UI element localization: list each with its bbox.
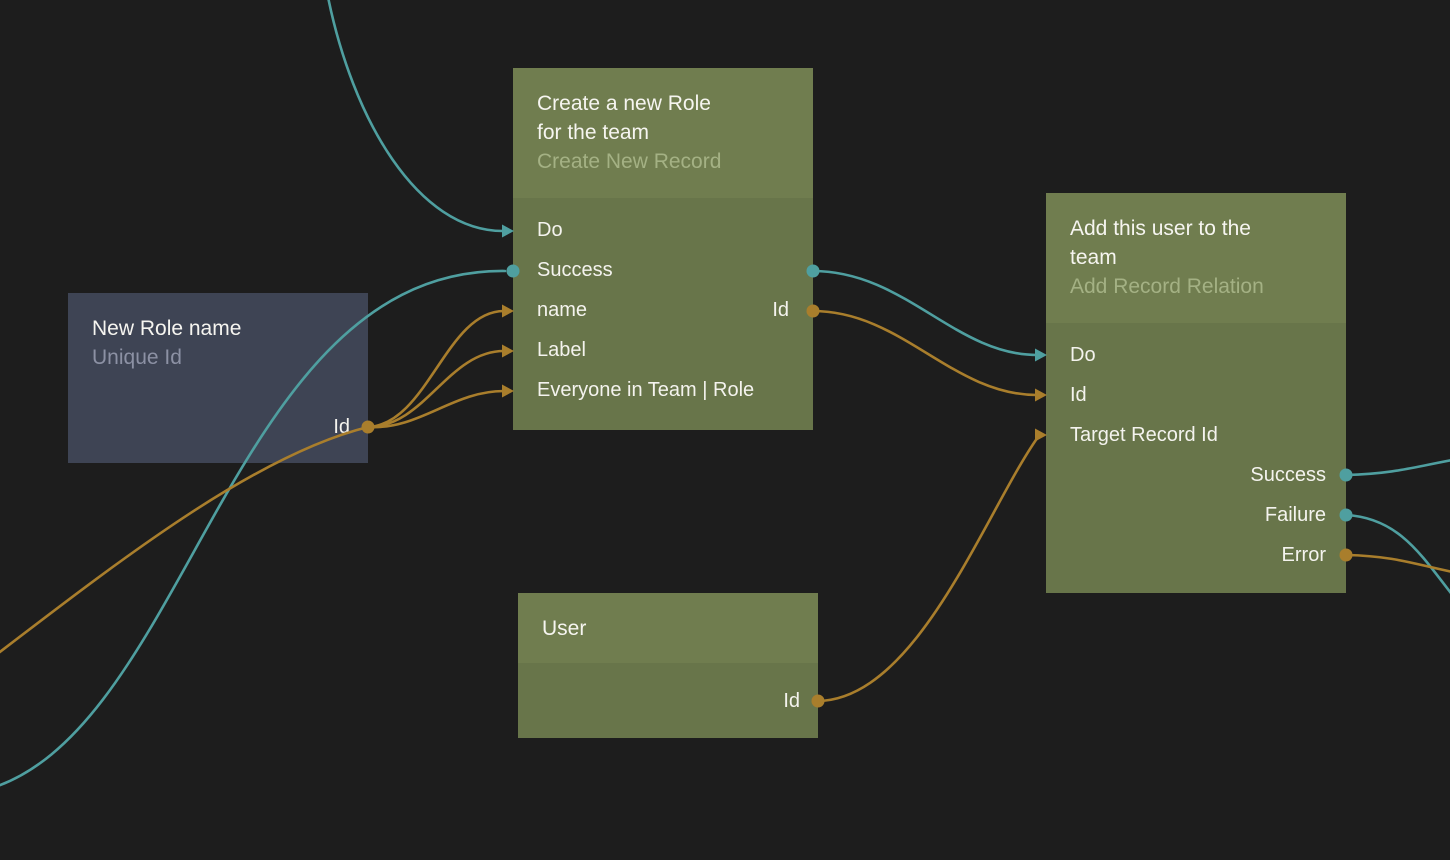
port-row-id-output: Id [518,681,818,721]
node-user-body: Id [518,663,818,738]
port-label-everyone: Everyone in Team | Role [537,378,755,401]
port-dot-adduser-success-icon[interactable] [1339,468,1353,482]
edge-newrole-id-to-everyone [366,389,506,429]
port-row-success: Success [1046,455,1346,495]
port-label-id: Id [783,689,800,712]
node-create-role[interactable]: Create a new Role for the team Create Ne… [513,68,813,430]
port-row-id-output: Id [68,407,368,447]
edge-user-id-to-target [816,435,1040,703]
node-create-role-body: Do Success name Id Label Everyone in Tea… [513,198,813,430]
node-add-user-header: Add this user to the team Add Record Rel… [1046,193,1346,323]
edge-adduser-failure-offscreen [1344,513,1450,594]
node-title-line1: Create a new Role [537,92,711,115]
port-row-everyone: Everyone in Team | Role [513,370,813,410]
node-user[interactable]: User Id [518,593,818,738]
port-arrow-adduser-id-icon[interactable] [1035,388,1047,402]
port-label-label: Label [537,338,586,361]
node-subtitle: Unique Id [92,346,182,369]
node-add-user[interactable]: Add this user to the team Add Record Rel… [1046,193,1346,593]
port-row-name: name Id [513,290,813,330]
edge-create-id-to-adduser-id [811,309,1039,397]
node-title: User [542,617,587,640]
port-label-target: Target Record Id [1070,423,1218,446]
port-row-id: Id [1046,375,1346,415]
port-row-failure: Failure [1046,495,1346,535]
node-create-role-header: Create a new Role for the team Create Ne… [513,68,813,198]
port-arrow-create-label-icon[interactable] [502,344,514,358]
edge-top-to-create-do [327,0,505,233]
port-arrow-create-do-icon[interactable] [502,224,514,238]
node-new-role-header: New Role name Unique Id [68,293,368,372]
port-row-target: Target Record Id [1046,415,1346,455]
edge-newrole-id-to-label [366,349,506,429]
port-arrow-create-everyone-icon[interactable] [502,384,514,398]
port-arrow-create-name-icon[interactable] [502,304,514,318]
port-label-do: Do [1070,343,1096,366]
node-title: New Role name [92,317,242,340]
port-row-do: Do [1046,335,1346,375]
edge-newrole-id-to-name [366,309,506,429]
port-dot-create-success-left-icon[interactable] [506,264,520,278]
port-row-do: Do [513,210,813,250]
edge-create-success-to-adduser-do [811,269,1039,357]
port-label-success: Success [537,258,613,281]
port-dot-adduser-failure-icon[interactable] [1339,508,1353,522]
port-dot-user-id-icon[interactable] [811,694,825,708]
port-dot-newrole-id-icon[interactable] [361,420,375,434]
node-new-role[interactable]: New Role name Unique Id Id [68,293,368,463]
edge-adduser-success-offscreen [1344,459,1450,477]
port-label-error: Error [1281,543,1326,566]
port-label-success: Success [1250,463,1326,486]
port-label-do: Do [537,218,563,241]
port-label-id-output: Id [772,298,789,321]
port-label-name: name [537,298,588,321]
port-row-label: Label [513,330,813,370]
node-add-user-body: Do Id Target Record Id Success Failure E… [1046,323,1346,593]
port-dot-adduser-error-icon[interactable] [1339,548,1353,562]
port-dot-create-success-icon[interactable] [806,264,820,278]
edge-adduser-error-offscreen [1344,553,1450,573]
node-title-line2: for the team [537,121,650,144]
port-row-success: Success [513,250,813,290]
node-user-header: User [518,593,818,663]
port-row-error: Error [1046,535,1346,575]
port-label-failure: Failure [1264,503,1326,526]
node-title-line1: Add this user to the [1070,217,1251,240]
node-subtitle: Add Record Relation [1070,275,1264,298]
node-title-line2: team [1070,246,1117,269]
port-label-id: Id [1070,383,1087,406]
port-label-id: Id [333,415,350,438]
port-arrow-adduser-target-icon[interactable] [1035,428,1047,442]
node-subtitle: Create New Record [537,150,722,173]
port-dot-create-id-icon[interactable] [806,304,820,318]
port-arrow-adduser-do-icon[interactable] [1035,348,1047,362]
